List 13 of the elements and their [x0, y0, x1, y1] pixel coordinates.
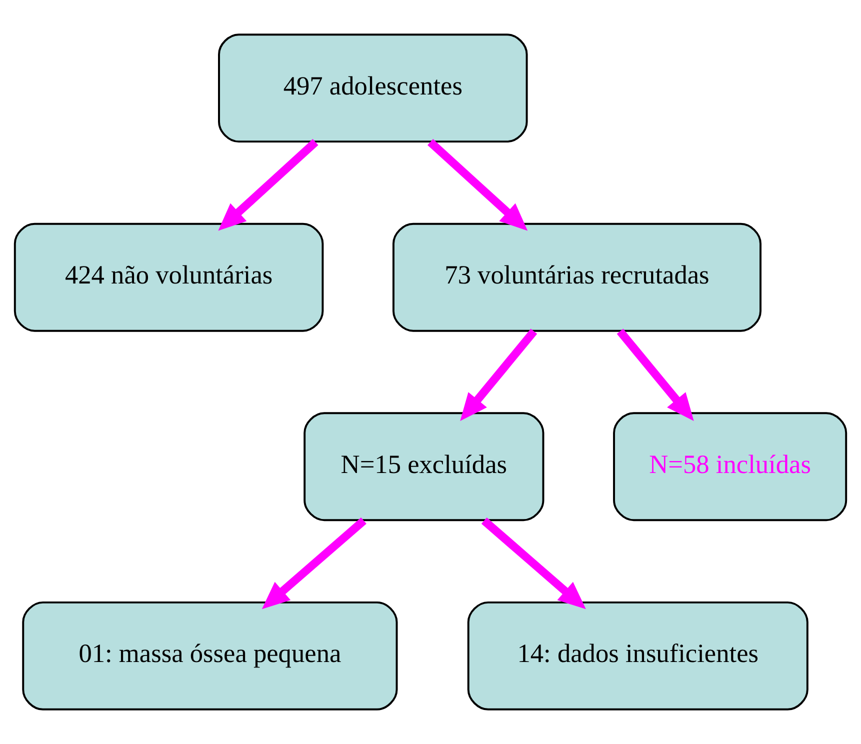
- node-box: N=15 excluídas: [304, 412, 544, 522]
- node-box: 497 adolescentes: [218, 34, 528, 143]
- node-box: 424 não voluntárias: [14, 222, 324, 332]
- arrow: [262, 517, 366, 610]
- arrow: [481, 517, 586, 610]
- node-box: 14: dados insuficientes: [467, 601, 808, 710]
- arrow: [218, 138, 318, 231]
- arrow: [428, 138, 528, 231]
- node-box: N=58 incluídas: [613, 412, 848, 522]
- arrow: [460, 328, 538, 421]
- node-box: 01: massa óssea pequena: [22, 601, 398, 710]
- node-box: 73 voluntárias recrutadas: [392, 222, 762, 332]
- arrow: [616, 328, 694, 421]
